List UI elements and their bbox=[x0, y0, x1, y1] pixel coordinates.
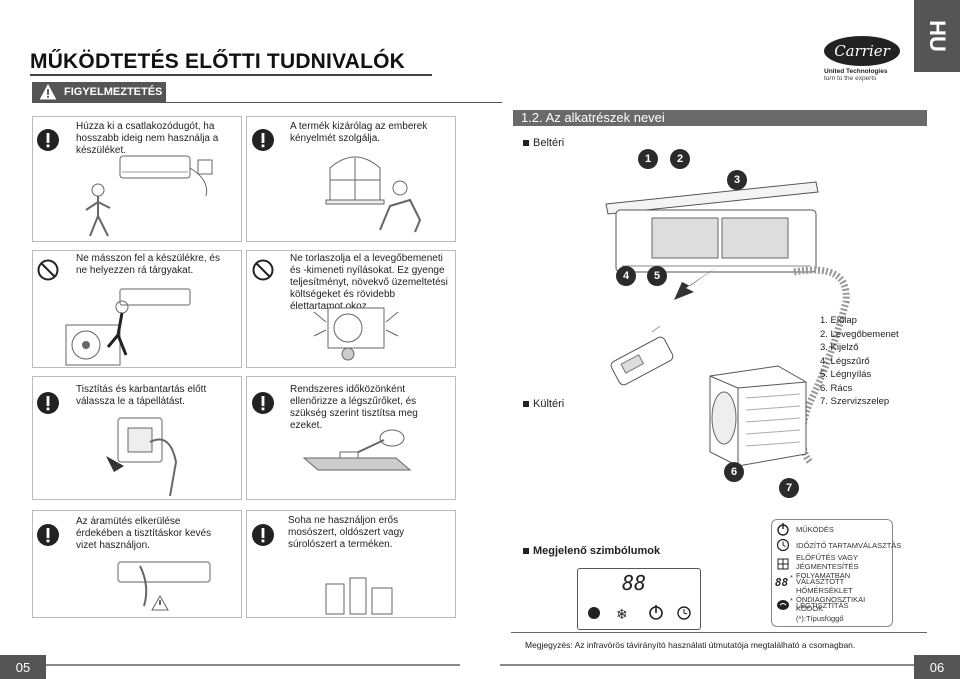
warning-text-6: Rendszeres időközönként ellenőrizze a lé… bbox=[290, 384, 418, 431]
unplug-illustration bbox=[85, 155, 213, 237]
symbol-label: VÁLASZTOTT HŐMÉRSÉKLET ÖNDIAGNOSZTIKAI K… bbox=[796, 577, 866, 613]
part-number-5: 5 bbox=[647, 266, 667, 286]
part-number-6: 6 bbox=[724, 462, 744, 482]
warning-divider bbox=[32, 102, 502, 103]
air-purify-icon bbox=[777, 600, 789, 610]
star-mark: * bbox=[790, 596, 793, 605]
title-divider bbox=[30, 74, 432, 76]
legend-item: 7. Szervizszelep bbox=[820, 396, 890, 407]
temperature-digits-icon: 88 bbox=[775, 576, 789, 589]
symbol-label: ELŐFŰTÉS VAGY JÉGMENTESÍTÉS FOLYAMATBAN bbox=[796, 553, 859, 580]
svg-text:❄: ❄ bbox=[616, 607, 628, 623]
legend-item: 3. Kijelző bbox=[820, 342, 859, 353]
warning-triangle-icon bbox=[40, 84, 56, 100]
indoor-unit-illustration bbox=[605, 181, 819, 273]
legend-item: 6. Rács bbox=[820, 382, 853, 394]
vacuum-filter-illustration bbox=[302, 429, 412, 471]
arrow-icon bbox=[674, 266, 718, 300]
part-number-3: 3 bbox=[727, 170, 747, 190]
legend-item: 4. Légszűrő bbox=[820, 355, 870, 367]
warning-text-3: Ne másszon fel a készülékre, és ne helye… bbox=[76, 253, 220, 276]
part-number-2: 2 bbox=[670, 149, 690, 169]
legend-item: 1. Előlap bbox=[820, 315, 857, 326]
outdoor-unit-illustration bbox=[709, 365, 807, 467]
page-number-left: 05 bbox=[0, 655, 46, 679]
exclamation-icon bbox=[37, 129, 59, 151]
symbol-label: LÉGTISZTÍTÁS bbox=[796, 601, 849, 610]
warning-text-8: Soha ne használjon erős mosószert, oldós… bbox=[288, 515, 405, 550]
symbol-label: MŰKÖDÉS bbox=[796, 525, 834, 534]
display-digits: 88 bbox=[622, 571, 647, 595]
warning-card-6 bbox=[246, 376, 456, 500]
prohibited-icon bbox=[252, 259, 274, 281]
parts-legend: 1. Előlap 2. Levegőbemenet 3. Kijelző 4.… bbox=[820, 314, 899, 409]
display-icons: ❄ bbox=[588, 605, 691, 623]
switch-off-illustration bbox=[106, 417, 178, 497]
page-number-right: 06 bbox=[914, 655, 960, 679]
warning-text-5: Tisztítás és karbantartás előtt válassza… bbox=[76, 384, 207, 407]
part-number-7: 7 bbox=[779, 478, 799, 498]
legend-item: 5. Légnyílás bbox=[820, 369, 872, 380]
wipe-unit-illustration bbox=[117, 561, 211, 611]
exclamation-icon bbox=[252, 129, 274, 151]
warning-label: FIGYELMEZTETÉS bbox=[64, 86, 163, 98]
power-icon bbox=[777, 523, 789, 536]
brand-logo: Carrier United Technologies turn to the … bbox=[824, 36, 904, 90]
star-mark: * bbox=[790, 573, 793, 582]
footer-rule-right bbox=[500, 664, 914, 666]
footnote-divider bbox=[511, 632, 927, 633]
warning-card-1 bbox=[32, 116, 242, 242]
symbol-label: IDŐZÍTŐ TARTAMVÁLASZTÁS bbox=[796, 541, 902, 550]
legend-item: 2. Levegőbemenet bbox=[820, 328, 899, 340]
exclamation-icon bbox=[252, 392, 274, 414]
warning-text-7: Az áramütés elkerülése érdekében a tiszt… bbox=[76, 516, 212, 551]
symbols-heading: Megjelenő szimbólumok bbox=[523, 545, 660, 557]
detergent-bottles-illustration bbox=[325, 577, 393, 615]
warning-text-4: Ne torlaszolja el a levegőbemeneti és -k… bbox=[290, 253, 448, 312]
footnote: Megjegyzés: Az infravörös távirányító ha… bbox=[525, 640, 856, 650]
page-title: MŰKÖDTETÉS ELŐTTI TUDNIVALÓK bbox=[30, 50, 406, 73]
blocked-unit-illustration bbox=[313, 307, 399, 361]
section-title: 1.2. Az alkatrészek nevei bbox=[513, 110, 927, 126]
prohibited-icon bbox=[37, 259, 59, 281]
remote-control-illustration bbox=[610, 326, 674, 386]
warning-tab: FIGYELMEZTETÉS bbox=[32, 82, 166, 102]
type-note: (*):Típusfüggő bbox=[796, 614, 844, 623]
footer-rule-left bbox=[46, 664, 460, 666]
brand-sub1: United Technologies bbox=[824, 68, 888, 75]
brand-sub2: turn to the experts bbox=[824, 75, 877, 82]
language-tab: HU bbox=[914, 0, 960, 72]
outdoor-heading: Kültéri bbox=[523, 398, 564, 410]
display-panel: 88 ❄ bbox=[577, 568, 701, 630]
symbols-legend-box bbox=[771, 519, 893, 627]
warning-text-1: Húzza ki a csatlakozódugót, ha hosszabb … bbox=[76, 121, 219, 156]
part-number-1: 1 bbox=[638, 149, 658, 169]
warning-text-2: A termék kizárólag az emberek kényelmét … bbox=[290, 121, 428, 144]
resting-person-illustration bbox=[325, 156, 422, 233]
brand-name: Carrier bbox=[824, 36, 900, 66]
defrost-icon bbox=[777, 558, 789, 570]
indoor-heading: Beltéri bbox=[523, 137, 564, 149]
part-number-4: 4 bbox=[616, 266, 636, 286]
exclamation-icon bbox=[252, 524, 274, 546]
climbing-unit-illustration bbox=[65, 288, 191, 366]
exclamation-icon bbox=[37, 392, 59, 414]
timer-icon bbox=[776, 538, 790, 552]
exclamation-icon bbox=[37, 524, 59, 546]
